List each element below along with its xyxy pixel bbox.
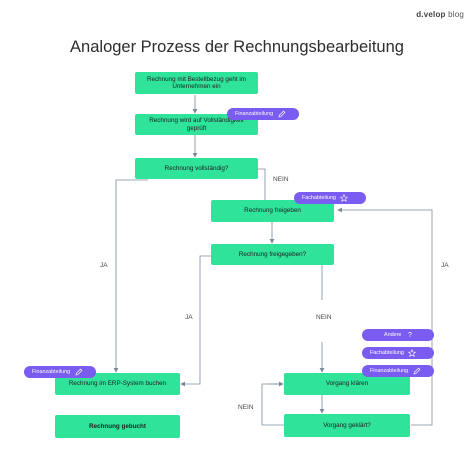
node-invoice-received: Rechnung mit Bestellbezug geht im Untern… xyxy=(135,72,258,94)
tag-department-approve: Fachabteilung xyxy=(294,192,366,204)
star-icon xyxy=(340,194,349,203)
node-invoice-booked: Rechnung gebucht xyxy=(55,415,180,438)
node-invoice-booked-label: Rechnung gebucht xyxy=(88,422,147,430)
edge-n9-n4-ja xyxy=(337,207,433,426)
node-book-in-erp: Rechnung im ERP-System buchen xyxy=(55,373,180,395)
edge-n5-n6-ja xyxy=(180,255,212,387)
node-case-clarified-label: Vorgang geklärt? xyxy=(323,421,371,429)
tag-others-label: Andere xyxy=(384,332,402,338)
node-invoice-complete-decision: Rechnung vollständig? xyxy=(135,158,258,179)
tag-department-clarify-label: Fachabteilung xyxy=(370,350,404,356)
label-nein-approved: NEIN xyxy=(316,314,332,321)
label-ja-approved: JA xyxy=(185,314,193,321)
pencil-icon xyxy=(277,110,286,119)
tag-finance-check-label: Finanzabteilung xyxy=(235,111,274,117)
tag-finance-clarify-label: Finanzabteilung xyxy=(370,368,409,374)
label-nein-clarified: NEIN xyxy=(238,404,254,411)
tag-department-clarify: Fachabteilung xyxy=(362,347,434,359)
brand-name: d.velop xyxy=(416,10,446,19)
tag-finance-check: Finanzabteilung xyxy=(227,108,299,120)
node-invoice-checked-label: Rechnung wird auf Vollständigkeit geprüf… xyxy=(149,117,244,132)
label-nein-complete: NEIN xyxy=(273,176,289,183)
node-case-clarified-decision: Vorgang geklärt? xyxy=(284,414,410,437)
node-approve-invoice: Rechnung freigeben xyxy=(211,200,334,222)
node-clarify-case: Vorgang klären xyxy=(284,373,410,395)
edge-n9-n8-nein xyxy=(261,381,285,426)
node-clarify-case-label: Vorgang klären xyxy=(325,380,369,388)
question-icon: ? xyxy=(407,331,412,339)
brand-suffix: blog xyxy=(448,10,464,19)
node-invoice-approved-label: Rechnung freigegeben? xyxy=(238,250,307,258)
label-ja-complete: JA xyxy=(100,262,108,269)
star-icon xyxy=(408,349,417,358)
label-ja-clarified: JA xyxy=(441,262,449,269)
tag-finance-clarify: Finanzabteilung xyxy=(362,365,434,377)
tag-others: Andere ? xyxy=(362,329,434,341)
node-invoice-approved-decision: Rechnung freigegeben? xyxy=(211,244,334,265)
brand-logo: d.velop blog xyxy=(416,10,464,19)
node-invoice-checked: Rechnung wird auf Vollständigkeit geprüf… xyxy=(135,114,258,135)
node-invoice-received-label: Rechnung mit Bestellbezug geht im Untern… xyxy=(146,75,247,91)
edge-n3-n6-ja xyxy=(113,179,148,373)
tag-finance-book-label: Finanzabteilung xyxy=(32,369,71,375)
diagram-title: Analoger Prozess der Rechnungsbearbeitun… xyxy=(70,38,404,56)
node-book-in-erp-label: Rechnung im ERP-System buchen xyxy=(68,380,167,388)
tag-department-approve-label: Fachabteilung xyxy=(302,195,336,201)
tag-finance-book: Finanzabteilung xyxy=(24,366,96,378)
node-approve-invoice-label: Rechnung freigeben xyxy=(244,207,301,215)
node-invoice-complete-label: Rechnung vollständig? xyxy=(164,164,229,172)
pencil-icon xyxy=(74,368,83,377)
pencil-icon xyxy=(412,367,421,376)
